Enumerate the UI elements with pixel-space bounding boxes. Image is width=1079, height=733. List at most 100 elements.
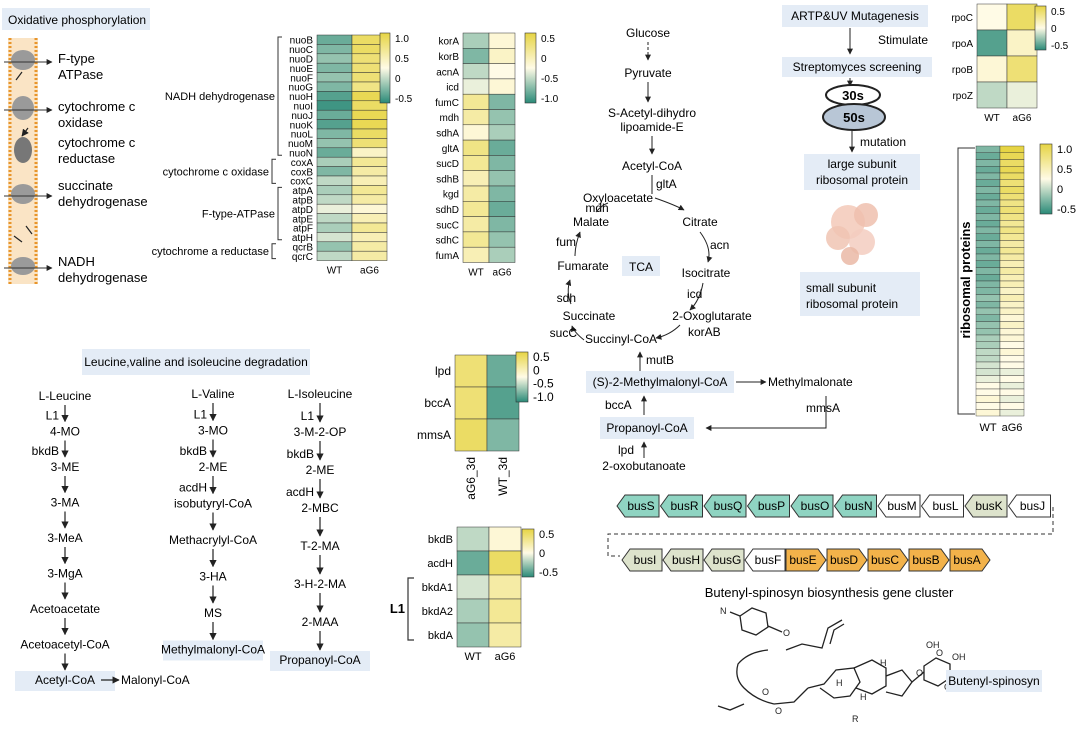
heatmap-cell [975,307,1001,315]
pathway-enzyme: acdH [286,485,314,499]
heatmap-cell [975,186,1001,194]
heatmap_ribo-legend-tick: -0.5 [1057,204,1076,216]
enzyme-glta: gltA [656,177,677,191]
heatmap-cell [999,301,1025,309]
label-mutation: mutation [860,135,906,149]
macrolide-left [736,649,775,705]
heatmap-cell [975,233,1001,241]
heatmap-col-label: WT [468,268,484,279]
heatmap-col-label: WT_3d [496,457,510,496]
pathway-node: Malonyl-CoA [121,673,190,687]
heatmap-cell [488,231,516,248]
heatmap-cell [976,55,1008,83]
node-succinylcoa: Succinyl-CoA [585,332,657,346]
heatmap-cell [351,138,388,149]
pathway-enzyme: bkdB [287,447,314,461]
node-citrate: Citrate [682,215,718,229]
gene-arrow [659,494,703,518]
pathway-node: Propanoyl-CoA [279,653,360,667]
bond-amine [729,611,741,617]
gene-label: busF [755,553,782,567]
heatmap-cell [351,147,388,158]
tca-label: TCA [629,260,653,274]
heatmap-cell [316,175,353,186]
heatmap-cell [999,341,1025,349]
heatmap-cell [999,361,1025,369]
label-large-2: ribosomal protein [816,173,908,187]
heatmap-cell [351,213,388,224]
heatmap-row-label: sdhD [436,205,459,216]
label-reductase: reductase [58,151,115,166]
node-lipoamide: lipoamide-E [620,120,683,134]
degradation-title-bg [82,349,310,375]
arrow-oxoglut-succinylcoa [655,324,681,340]
heatmap-cell [975,267,1001,275]
heatmap-row-label: sucD [436,159,459,170]
heatmap-cell [351,241,388,252]
gene-label: busG [713,553,742,567]
heatmap-cell [975,226,1001,234]
heatmap-cell [351,175,388,186]
oxphos-title-bg [2,8,150,30]
enzyme-sdh: sdh [557,291,576,305]
enzyme-mutb: mutB [646,353,674,367]
heatmap-cell [999,382,1025,390]
heatmap-cell [351,156,388,167]
heatmap-cell [316,81,353,92]
heatmap-cell [316,91,353,102]
macrolide-top [785,619,843,651]
label-cytc2: cytochrome c [58,135,136,150]
heatmap-cell [488,185,516,202]
heatmap-cell [975,382,1001,390]
node-methylmalonate: Methylmalonate [768,375,853,389]
gene-arrow [703,494,747,518]
heatmap-cell [462,63,490,80]
enzyme-bcca: bccA [605,398,632,412]
heatmap-cell [316,119,353,130]
heatmap_ribo-legend-bar [1039,143,1053,215]
atom-h2: H [860,692,867,702]
gene-arrow [746,494,790,518]
ring-core-3 [885,669,913,697]
mutagenesis-panel: ARTP&UV Mutagenesis Stimulate Streptomyc… [782,5,932,316]
heatmap-row-label: rpoB [952,65,973,76]
ring-core-2 [853,659,887,695]
heatmap-cell [351,232,388,243]
node-isocitrate: Isocitrate [682,266,731,280]
heatmap-cell [999,186,1025,194]
heatmap-cell [454,418,488,452]
heatmap-cell [351,250,388,261]
label-atpase: ATPase [58,67,103,82]
bracket-group [271,158,276,184]
heatmap-cell [462,246,490,263]
heatmap-cell [975,314,1001,322]
heatmap-cell [456,526,490,552]
heatmap-row-label: sdhB [436,174,459,185]
enzyme-icd: icd [687,287,702,301]
gene-label: busN [844,499,872,513]
arrow-succinate-fumarate [565,279,572,305]
heatmap-cell [999,395,1025,403]
side-chain [829,623,845,645]
arrow-to-citrate [654,197,685,211]
heatmap-cell [486,386,520,420]
heatmap-cell [999,193,1025,201]
heatmap-row-label: qcrB [292,243,313,254]
heatmap-row-label: nuoM [288,139,313,150]
heatmap-cell [975,240,1001,248]
pathway-node: Acetoacetyl-CoA [20,638,109,652]
highlight-bg [163,640,263,661]
highlight-bg [270,651,370,671]
heatmap_oxphos-legend-tick: 0 [395,74,401,85]
enzyme-succ: sucC [550,326,578,340]
heatmap-cell [351,128,388,139]
label-nadh: NADH [58,254,95,269]
group-label-l1: L1 [390,601,405,616]
heatmap-cell [456,574,490,600]
group-label: cytochrome a reductase [152,246,269,258]
node-oxyloacetate: Oxyloacetate [583,191,653,205]
gene-label: busB [912,553,939,567]
heatmap-row-label: mmsA [417,428,451,442]
heatmap-cell [999,328,1025,336]
